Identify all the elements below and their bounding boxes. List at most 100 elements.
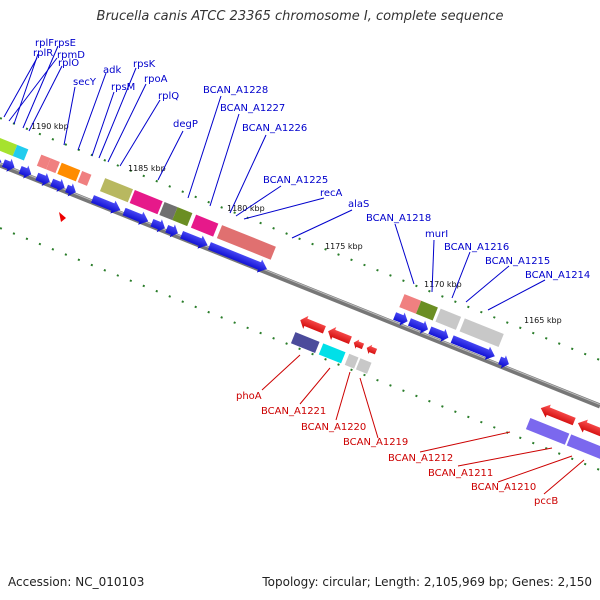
leader-line (451, 251, 471, 299)
gene-label-BCAN_A1228[interactable]: BCAN_A1228 (203, 85, 268, 96)
gene-label-rplR[interactable]: rplR (33, 48, 53, 59)
cds-arrow[interactable] (497, 354, 512, 371)
gene-label-adk[interactable]: adk (103, 65, 121, 76)
cds-arrow-reverse[interactable] (326, 325, 353, 347)
cds-arrow[interactable] (164, 222, 180, 239)
cds-arrow[interactable] (392, 309, 410, 327)
gene-label-recA[interactable]: recA (320, 188, 343, 199)
leader-line (487, 279, 546, 311)
backbone (0, 162, 600, 409)
leader-line (98, 67, 137, 159)
cds-block[interactable] (12, 144, 29, 161)
cds-arrow-reverse[interactable] (575, 417, 600, 446)
cds-arrow-reverse[interactable] (298, 314, 327, 337)
leader-line (8, 57, 58, 122)
gene-label-rpsE[interactable]: rpsE (54, 38, 76, 49)
cds-arrow-reverse[interactable] (538, 402, 577, 428)
gene-label-BCAN_A1214[interactable]: BCAN_A1214 (525, 270, 590, 281)
cds-arrow[interactable] (49, 176, 67, 194)
leader-line (22, 45, 59, 129)
cds-block[interactable] (216, 225, 276, 260)
cds-block[interactable] (459, 318, 504, 347)
backbone-line (0, 162, 600, 409)
leader-line (543, 459, 585, 495)
cds-arrow[interactable] (407, 315, 431, 335)
cds-arrow[interactable] (64, 182, 79, 199)
gene-label-BCAN_A1211[interactable]: BCAN_A1211 (428, 468, 493, 479)
cds-block[interactable] (355, 358, 372, 374)
gene-label-BCAN_A1212[interactable]: BCAN_A1212 (388, 453, 453, 464)
gene-label-secY[interactable]: secY (73, 77, 97, 88)
gene-label-degP[interactable]: degP (173, 119, 198, 130)
cds-block[interactable] (159, 201, 178, 221)
leader-line (419, 431, 511, 453)
gene-label-murI[interactable]: murI (425, 229, 448, 240)
gene-label-rpoA[interactable]: rpoA (144, 74, 168, 85)
gene-label-rplO[interactable]: rplO (58, 58, 79, 69)
cds-block[interactable] (57, 162, 81, 182)
cds-arrow-reverse[interactable] (352, 338, 365, 351)
cds-arrow[interactable] (34, 170, 52, 188)
gene-label-rpmD[interactable]: rpmD (57, 50, 85, 61)
gene-label-BCAN_A1221[interactable]: BCAN_A1221 (261, 406, 326, 417)
cds-arrow[interactable] (179, 228, 210, 251)
leader-line (497, 455, 573, 483)
leader-line (91, 91, 115, 157)
leader-line (157, 130, 184, 181)
cds-block[interactable] (435, 308, 462, 330)
gene-label-BCAN_A1219[interactable]: BCAN_A1219 (343, 437, 408, 448)
gene-label-pccB[interactable]: pccB (534, 496, 558, 507)
leader-line (119, 99, 161, 167)
origin-marker (59, 212, 66, 222)
cds-block[interactable] (36, 154, 51, 170)
tick-labels: 1190 kbp 1185 kbp 1180 kbp 1175 kbp 1170… (31, 122, 562, 325)
gene-label-BCAN_A1218[interactable]: BCAN_A1218 (366, 213, 431, 224)
map-title: Brucella canis ATCC 23365 chromosome I, … (96, 9, 504, 24)
cds-block[interactable] (399, 294, 422, 314)
cds-block[interactable] (0, 132, 18, 157)
cds-arrow[interactable] (149, 216, 167, 234)
gene-label-BCAN_A1210[interactable]: BCAN_A1210 (471, 482, 536, 493)
leader-line (63, 86, 76, 146)
cds-block[interactable] (77, 170, 92, 186)
leader-line (431, 239, 435, 293)
cds-arrow[interactable] (18, 163, 34, 180)
gene-label-rplF[interactable]: rplF (35, 38, 54, 49)
cds-arrow[interactable] (90, 192, 123, 216)
gene-label-BCAN_A1226[interactable]: BCAN_A1226 (242, 123, 307, 134)
cds-block[interactable] (344, 353, 359, 369)
leader-line (209, 113, 240, 207)
cds-block[interactable] (290, 332, 320, 353)
gc-content-track (0, 117, 600, 471)
reverse-gene-labels: phoA BCAN_A1221 BCAN_A1220 BCAN_A1219 BC… (236, 391, 558, 507)
gene-label-BCAN_A1220[interactable]: BCAN_A1220 (301, 422, 366, 433)
cds-arrow-reverse[interactable] (365, 343, 378, 356)
gene-label-rplQ[interactable]: rplQ (158, 91, 179, 102)
leader-line (359, 377, 379, 439)
cds-block[interactable] (318, 343, 346, 364)
gene-label-rpsK[interactable]: rpsK (133, 59, 156, 70)
cds-block[interactable] (415, 300, 438, 321)
leader-line (28, 65, 63, 132)
cds-arrow[interactable] (1, 157, 17, 174)
cds-block[interactable] (566, 434, 600, 462)
cds-block[interactable] (525, 417, 570, 445)
cds-block[interactable] (129, 190, 163, 215)
cds-block[interactable] (172, 207, 193, 227)
cds-block[interactable] (99, 178, 134, 203)
cds-arrow[interactable] (427, 324, 451, 344)
gene-label-rpsM[interactable]: rpsM (111, 82, 135, 93)
cds-block[interactable] (46, 158, 60, 174)
gene-label-phoA[interactable]: phoA (236, 391, 262, 402)
gene-label-BCAN_A1225[interactable]: BCAN_A1225 (263, 175, 328, 186)
cds-arrow[interactable] (450, 333, 498, 363)
gene-label-BCAN_A1216[interactable]: BCAN_A1216 (444, 242, 509, 253)
cds-arrow[interactable] (207, 239, 270, 275)
cds-arrow[interactable] (121, 205, 150, 228)
gene-label-BCAN_A1227[interactable]: BCAN_A1227 (220, 103, 285, 114)
cds-block[interactable] (190, 214, 219, 237)
gene-label-alaS[interactable]: alaS (348, 199, 369, 210)
gene-label-BCAN_A1215[interactable]: BCAN_A1215 (485, 256, 550, 267)
